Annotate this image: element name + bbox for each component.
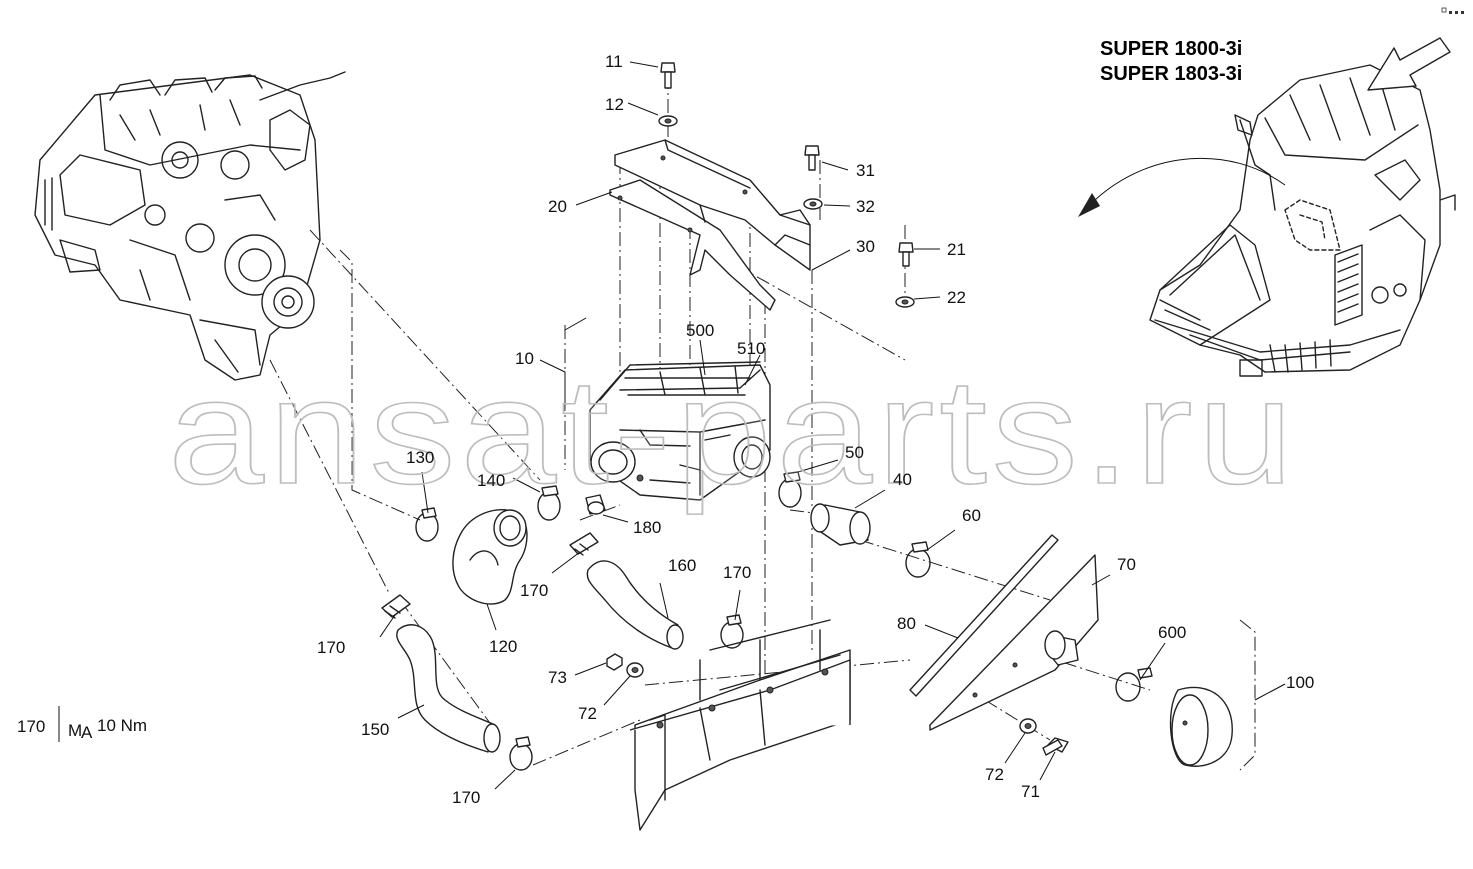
callout-10: 10 <box>515 349 534 368</box>
watermark: ansat-parts.ru <box>168 347 1298 515</box>
washer-22 <box>895 296 915 308</box>
callout-180: 180 <box>633 518 661 537</box>
air-filter-housing <box>589 361 771 501</box>
clamp-50 <box>778 471 802 508</box>
callout-73: 73 <box>548 668 567 687</box>
washer-12 <box>658 115 678 127</box>
callout-160: 160 <box>668 556 696 575</box>
legend-symbol-sub: A <box>81 723 93 742</box>
paver-machine-icon <box>1149 64 1456 377</box>
hose-150 <box>396 624 501 753</box>
callout-170-c: 170 <box>317 638 345 657</box>
callout-150: 150 <box>361 720 389 739</box>
direction-arrow-icon <box>1367 37 1451 91</box>
model-title-2: SUPER 1803-3i <box>1100 63 1242 85</box>
torque-legend: 170 M A 10 Nm <box>17 706 147 742</box>
nipple-170-middle <box>569 532 599 556</box>
callout-100: 100 <box>1286 673 1314 692</box>
nipple-170-left <box>381 594 411 619</box>
curved-arrow-icon <box>1078 157 1286 217</box>
callout-71: 71 <box>1021 782 1040 801</box>
callout-50: 50 <box>845 443 864 462</box>
cover-plate-70 <box>929 554 1099 731</box>
callout-60: 60 <box>962 506 981 525</box>
clamp-60 <box>905 541 931 578</box>
washer-72 <box>626 662 644 678</box>
clamp-170 <box>720 614 744 649</box>
leader-lines <box>379 61 1286 790</box>
engine-icon <box>34 71 346 381</box>
callout-72-b: 72 <box>985 765 1004 784</box>
callout-72-a: 72 <box>578 704 597 723</box>
callout-130: 130 <box>406 448 434 467</box>
callout-12: 12 <box>605 95 624 114</box>
base-frame <box>629 619 851 831</box>
callout-32: 32 <box>856 197 875 216</box>
callout-170-d: 170 <box>452 788 480 807</box>
legend-part: 170 <box>17 717 45 736</box>
callout-170-b: 170 <box>723 563 751 582</box>
bolt-31 <box>804 145 820 171</box>
legend-value: 10 Nm <box>97 716 147 735</box>
callout-170-a: 170 <box>520 581 548 600</box>
filter-cap-100 <box>1169 686 1233 767</box>
callout-120: 120 <box>489 637 517 656</box>
callout-30: 30 <box>856 237 875 256</box>
callout-70: 70 <box>1117 555 1136 574</box>
washer-73 <box>606 653 623 671</box>
callout-80: 80 <box>897 614 916 633</box>
cap-100-bracket <box>1239 619 1256 771</box>
callout-500: 500 <box>686 321 714 340</box>
callout-600: 600 <box>1158 623 1186 642</box>
callout-31: 31 <box>856 161 875 180</box>
bolt-11 <box>660 62 676 89</box>
clamp-130 <box>415 507 439 542</box>
callout-21: 21 <box>947 240 966 259</box>
washer-72-lower <box>1019 718 1037 734</box>
hose-160 <box>586 560 684 650</box>
model-title-1: SUPER 1800-3i <box>1100 38 1242 60</box>
mounting-bracket <box>609 139 811 311</box>
callout-22: 22 <box>947 288 966 307</box>
callout-510: 510 <box>737 339 765 358</box>
callout-40: 40 <box>893 470 912 489</box>
connector-40 <box>810 503 871 546</box>
clamp-170-lower <box>509 736 533 771</box>
elbow-hose-120 <box>452 509 528 605</box>
clamp-140 <box>537 485 561 521</box>
corner-mark-icon <box>1441 7 1464 14</box>
callout-140: 140 <box>477 471 505 490</box>
filter-element <box>1044 630 1079 666</box>
callout-11: 11 <box>605 52 623 71</box>
washer-32 <box>803 198 823 210</box>
bolt-71 <box>1042 737 1069 756</box>
legend-symbol: M <box>68 721 82 740</box>
seal-strip-80 <box>909 534 1059 697</box>
bolt-21 <box>898 242 914 267</box>
valve-180 <box>585 494 606 515</box>
callout-20: 20 <box>548 197 567 216</box>
